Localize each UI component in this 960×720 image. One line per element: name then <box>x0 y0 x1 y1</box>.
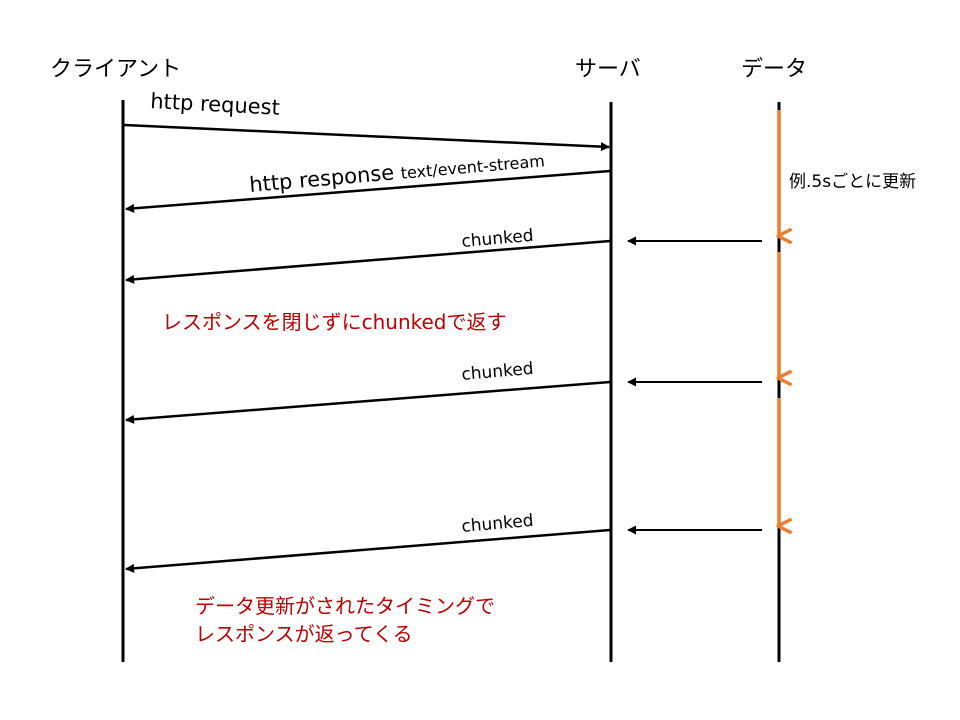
chunk-arrow-1 <box>125 239 611 284</box>
timing-note-line-2: レスポンスが返ってくる <box>195 622 413 646</box>
response-label: http response text/event-stream <box>248 147 545 197</box>
request-arrow <box>123 123 610 152</box>
response-label-text: http response <box>248 160 395 197</box>
chunked-note: レスポンスを閉じずにchunkedで返す <box>162 310 507 334</box>
chunk-arrow-2 <box>125 380 611 424</box>
chunk-label-3: chunked <box>461 511 535 537</box>
chunk-arrow-3 <box>125 528 611 573</box>
response-arrow <box>125 169 611 213</box>
timing-note-line-1: データ更新がされたタイミングで <box>195 594 495 618</box>
data-interval-note: 例.5sごとに更新 <box>789 172 916 192</box>
request-label: http request <box>150 89 281 120</box>
data-header: データ <box>741 57 807 82</box>
chunk-label-2: chunked <box>461 359 535 385</box>
client-header: クライアント <box>50 57 181 82</box>
server-header: サーバ <box>575 57 641 82</box>
